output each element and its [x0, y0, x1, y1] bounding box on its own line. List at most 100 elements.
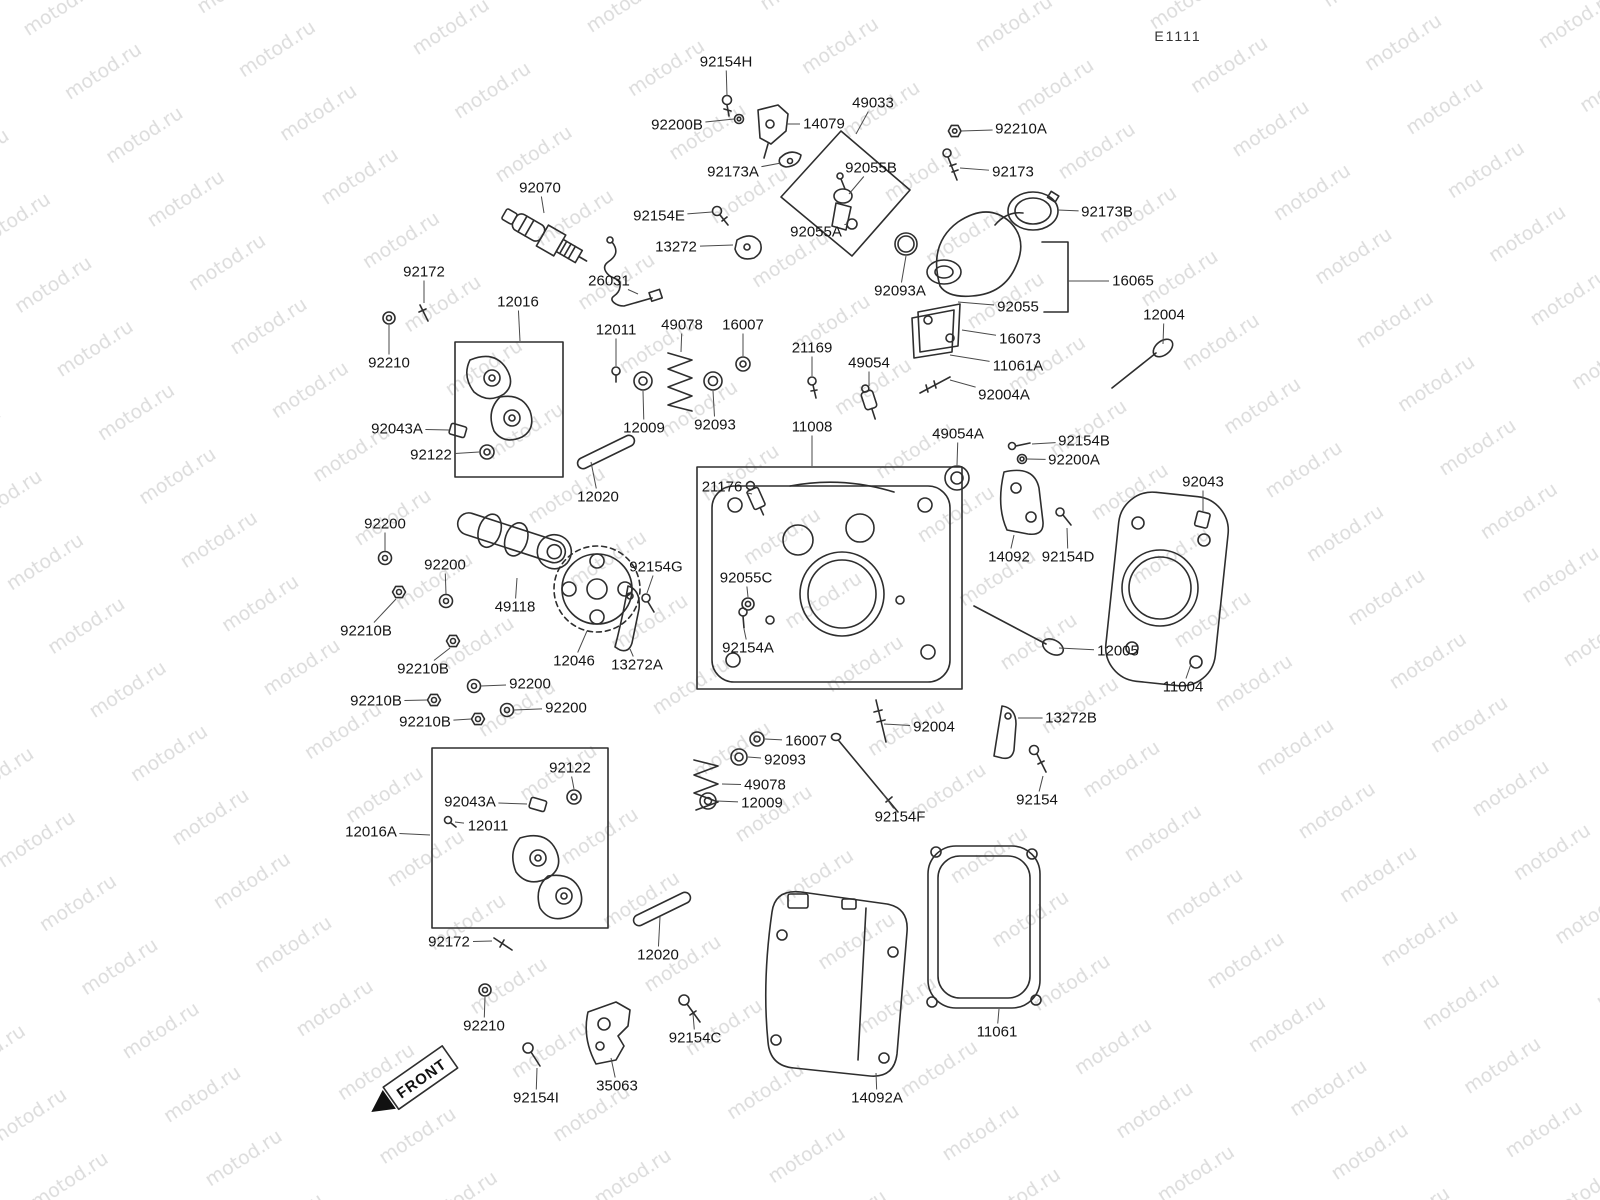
leader-line [692, 1013, 695, 1030]
part-label-12004: 12004 [1143, 306, 1185, 324]
part-label-49078: 49078 [744, 776, 786, 794]
part-label-92173A: 92173A [707, 163, 759, 181]
roller-92122-drawing [479, 444, 495, 460]
leader-line [629, 648, 634, 657]
pin-92172-upper-drawing [418, 304, 429, 322]
part-label-12011: 12011 [595, 321, 637, 339]
part-label-35063: 35063 [596, 1077, 638, 1095]
leader-line [454, 451, 480, 454]
cap-49054a-drawing [944, 465, 970, 491]
part-label-92122: 92122 [410, 446, 452, 464]
part-label-92154H: 92154H [699, 53, 753, 71]
clamp-92173a-drawing [778, 151, 802, 168]
leader-line [1010, 534, 1015, 549]
leader-line [844, 223, 848, 226]
part-label-92154A: 92154A [722, 639, 774, 657]
part-label-92070: 92070 [519, 179, 561, 197]
washer-92200a-drawing [1016, 453, 1028, 465]
part-label-92154I: 92154I [513, 1089, 559, 1107]
spring-49078-upper-drawing [667, 352, 693, 412]
leader-line [764, 738, 783, 741]
washer-92200-1-drawing [377, 550, 393, 566]
leader-line [725, 70, 728, 97]
washer-92210-lower-drawing [478, 983, 492, 997]
leader-line [480, 684, 507, 687]
screw-92154d-drawing [1055, 507, 1072, 526]
washer-92200b-drawing [733, 113, 745, 125]
part-label-92154G: 92154G [629, 558, 683, 576]
part-label-92210A: 92210A [995, 120, 1047, 138]
clamp-ring-92173b-drawing [1007, 190, 1060, 231]
plate-16073-drawing [911, 303, 961, 359]
nut-92210a-drawing [947, 124, 962, 138]
leader-line [997, 1008, 1000, 1024]
part-label-12020: 12020 [577, 488, 619, 506]
leader-lines [373, 70, 1204, 1090]
leader-line [705, 118, 735, 123]
leader-line [657, 916, 661, 947]
part-label-92004: 92004 [913, 718, 955, 736]
screw-92154-drawing [1028, 744, 1047, 773]
seal-92093-upper-drawing [703, 371, 723, 391]
pin-92043-drawing [1193, 510, 1211, 529]
oring-92093a-drawing [894, 232, 918, 256]
part-label-11008: 11008 [791, 418, 833, 436]
part-label-49054A: 49054A [932, 425, 984, 443]
part-label-92055A: 92055A [790, 223, 842, 241]
leader-line [743, 628, 747, 640]
part-label-92154C: 92154C [668, 1029, 722, 1047]
leader-line [610, 1057, 616, 1078]
leader-line [1031, 442, 1056, 445]
leader-line [848, 176, 865, 195]
nut-92210b-4-drawing [470, 712, 486, 726]
leader-line [1058, 647, 1095, 651]
chain-guide-13272b-drawing [993, 705, 1017, 760]
bracket-14079-drawing [757, 104, 789, 159]
leader-line [949, 354, 990, 362]
assembly-box-49033-drawing [780, 130, 911, 257]
sensor-49054-drawing [860, 384, 878, 420]
bolt-92154b-drawing [1007, 441, 1031, 451]
part-label-92093: 92093 [764, 751, 806, 769]
rocker-case-12016-drawing [454, 341, 564, 478]
part-label-92055: 92055 [997, 298, 1039, 316]
leader-line [642, 390, 645, 420]
part-label-92172: 92172 [403, 263, 445, 281]
lead-wire-26031-drawing [603, 236, 664, 307]
part-label-92154E: 92154E [633, 207, 685, 225]
pin-92043a-lower-drawing [528, 796, 548, 813]
leader-line [900, 255, 907, 283]
valve-12005-drawing [973, 605, 1065, 656]
leader-line [498, 802, 528, 805]
leader-line [957, 301, 995, 306]
part-label-92173B: 92173B [1081, 203, 1133, 221]
part-label-13272A: 13272A [611, 656, 663, 674]
cam-sprocket-12046-drawing [553, 545, 641, 633]
spring-49078-lower-drawing [693, 759, 719, 811]
diagram-code: E1111 [1154, 28, 1202, 44]
part-label-92093A: 92093A [874, 282, 926, 300]
leader-line [453, 718, 472, 721]
part-label-16065: 16065 [1112, 272, 1154, 290]
leader-line [515, 577, 518, 599]
leader-line [590, 461, 597, 489]
part-label-92210B: 92210B [397, 660, 449, 678]
part-label-21176: 21176 [701, 478, 743, 496]
pin-92172-lower-drawing [493, 937, 513, 951]
part-label-92200A: 92200A [1048, 451, 1100, 469]
part-label-92210B: 92210B [399, 713, 451, 731]
part-label-92210: 92210 [368, 354, 410, 372]
seal-92093-lower-drawing [730, 748, 748, 766]
part-label-16007: 16007 [722, 316, 764, 334]
part-label-92055B: 92055B [845, 159, 897, 177]
nut-92210b-2-drawing [445, 634, 461, 648]
leader-line [761, 162, 782, 168]
leader-line [535, 1067, 538, 1090]
valve-12004-drawing [1111, 338, 1174, 389]
push-rod-12020-lower-drawing [632, 891, 692, 927]
part-label-92154F: 92154F [874, 808, 926, 826]
leader-line [716, 800, 739, 803]
bracket-14092-drawing [999, 469, 1044, 536]
stud-92004-drawing [873, 699, 887, 743]
